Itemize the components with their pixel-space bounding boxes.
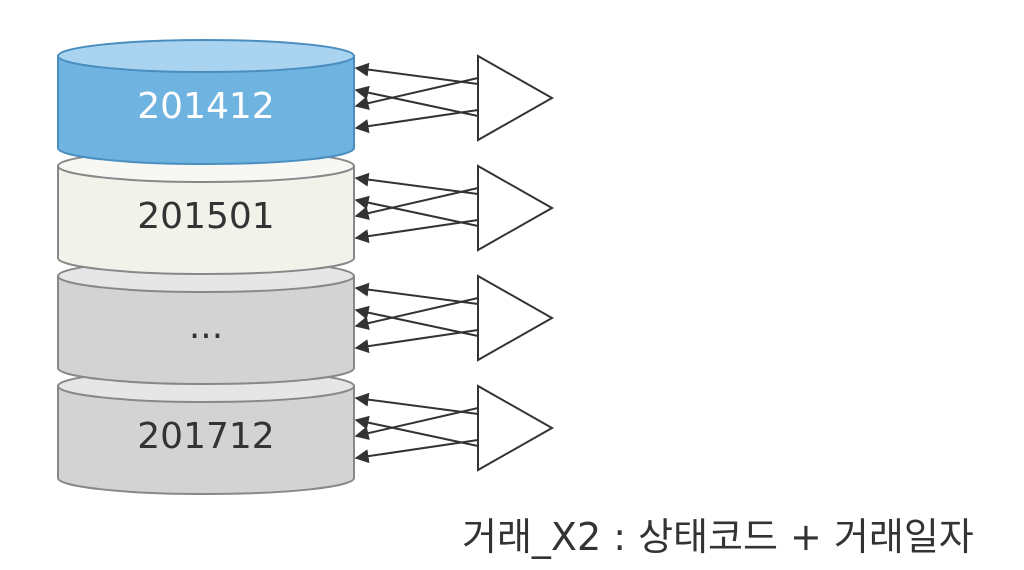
- partition-body: [57, 385, 355, 495]
- partition-body: [57, 55, 355, 165]
- partition-1: 201412: [57, 39, 355, 165]
- index-arrow: [354, 297, 479, 331]
- index-caption: 거래_X2 : 상태코드 + 거래일자: [462, 515, 974, 559]
- index-triangle: [477, 54, 555, 142]
- index-arrow: [354, 282, 479, 305]
- index-arrow: [354, 407, 479, 441]
- index-arrow: [354, 195, 479, 227]
- partition-4: 201712: [57, 369, 355, 495]
- index-arrow: [354, 172, 479, 195]
- partition-label: 201501: [137, 196, 274, 237]
- index-arrow: [354, 109, 479, 134]
- index-arrow: [354, 305, 479, 337]
- partition-body: [57, 275, 355, 385]
- partition-top: [57, 39, 355, 73]
- index-arrow: [354, 329, 479, 354]
- partition-3: ...: [57, 259, 355, 385]
- partition-label: 201412: [137, 86, 274, 127]
- index-arrow: [354, 439, 479, 464]
- partition-2: 201501: [57, 149, 355, 275]
- index-arrow: [354, 392, 479, 415]
- index-node-2: [354, 164, 555, 252]
- index-triangle: [477, 274, 555, 362]
- index-arrow: [354, 187, 479, 221]
- index-triangle: [477, 164, 555, 252]
- index-node-4: [354, 384, 555, 472]
- index-node-3: [354, 274, 555, 362]
- partition-label: 201712: [137, 416, 274, 457]
- index-triangle: [477, 384, 555, 472]
- index-arrow: [354, 62, 479, 85]
- index-arrow: [354, 415, 479, 447]
- partition-label: ...: [189, 306, 223, 347]
- index-arrow: [354, 77, 479, 111]
- index-arrow: [354, 219, 479, 244]
- partition-body: [57, 165, 355, 275]
- index-arrow: [354, 85, 479, 117]
- index-node-1: [354, 54, 555, 142]
